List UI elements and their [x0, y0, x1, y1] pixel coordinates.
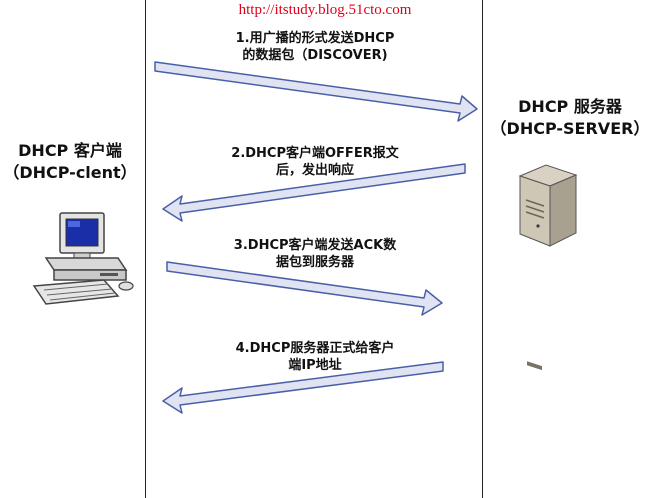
message-1-line-1: 1.用广播的形式发送DHCP — [235, 31, 395, 46]
server-lifeline — [482, 0, 483, 498]
client-name: DHCP 客户端 — [18, 141, 122, 160]
server-role: （DHCP-SERVER） — [490, 119, 650, 138]
message-4-arrow — [162, 361, 444, 414]
message-1-label: 1.用广播的形式发送DHCP 的数据包（DISCOVER) — [170, 30, 460, 64]
message-3-line-2: 据包到服务器 — [275, 255, 354, 270]
message-2-line-2: 后，发出响应 — [275, 163, 354, 178]
message-2-arrow — [162, 163, 466, 222]
message-3-label: 3.DHCP客户端发送ACK数 据包到服务器 — [170, 237, 460, 271]
message-4-line-1: 4.DHCP服务器正式给客户 — [235, 341, 395, 356]
message-3-arrow — [166, 261, 443, 316]
message-4-label: 4.DHCP服务器正式给客户 端IP地址 — [170, 340, 460, 374]
desktop-computer-icon — [32, 212, 134, 305]
server-label: DHCP 服务器 （DHCP-SERVER） — [490, 96, 650, 140]
message-1-arrow — [154, 61, 478, 122]
client-label: DHCP 客户端 （DHCP-clent） — [0, 140, 140, 184]
message-2-line-1: 2.DHCP客户端OFFER报文 — [231, 146, 399, 161]
message-4-line-2: 端IP地址 — [288, 358, 342, 373]
watermark-url: http://itstudy.blog.51cto.com — [238, 2, 412, 18]
message-3-line-1: 3.DHCP客户端发送ACK数 — [233, 238, 397, 253]
client-lifeline — [145, 0, 146, 498]
server-name: DHCP 服务器 — [518, 97, 622, 116]
message-2-label: 2.DHCP客户端OFFER报文 后，发出响应 — [170, 145, 460, 179]
tower-server-icon — [518, 164, 578, 371]
client-role: （DHCP-clent） — [3, 163, 137, 182]
message-1-line-2: 的数据包（DISCOVER) — [242, 48, 388, 63]
